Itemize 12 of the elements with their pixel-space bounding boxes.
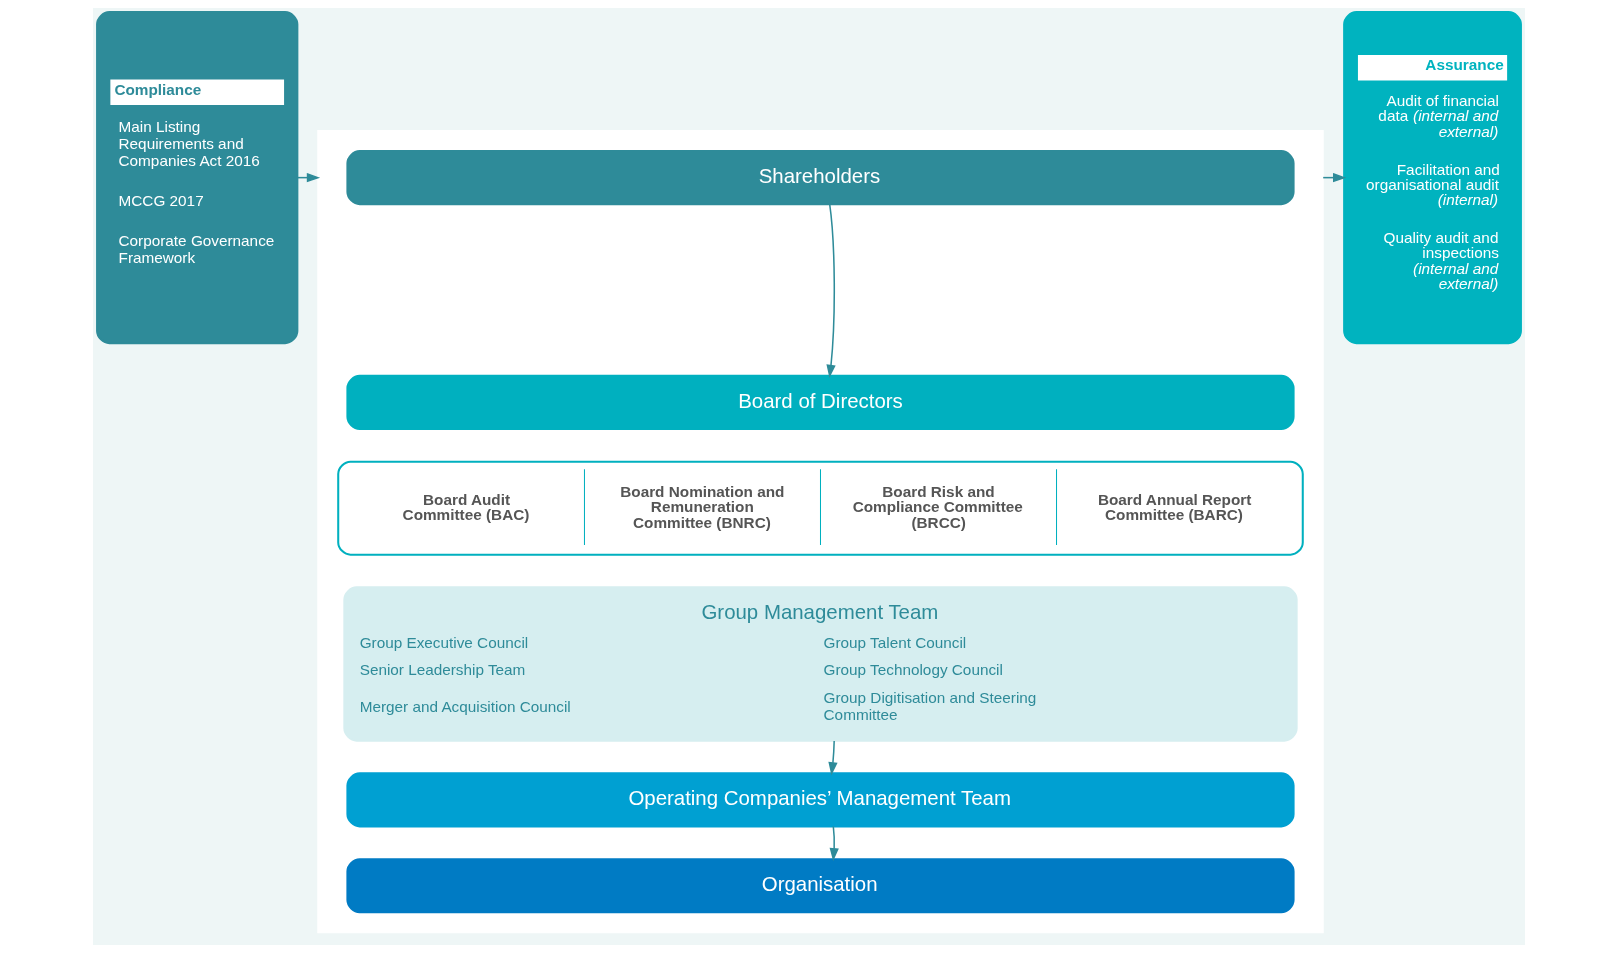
node-box: Assurance Audit of financial data (internal and external) Facilitation and organisational audit (internal) Quality audit and inspections (internal and external) <box>1342 11 1522 345</box>
node-box: Operating Companies’ Management Team <box>345 772 1295 828</box>
node-box: Organisation <box>345 858 1295 914</box>
node-box: Group Management Team Group Executive Council Group Talent Council Senior Leadership Team Group Technology Council Merger and Acquisition Council Group Digitisation and Steering Committee <box>342 586 1298 742</box>
node-box: Board Audit Committee (BAC) Board Nomination and Remuneration Committee (BNRC) Board Risk and Compliance Committee (BRCC) Board Annual Report Committee (BARC) <box>336 460 1304 556</box>
arrow <box>827 740 838 776</box>
node-box: Board of Directors <box>345 374 1295 430</box>
arrow <box>825 203 836 379</box>
cluster <box>316 130 1324 934</box>
node-box: Shareholders <box>345 150 1295 206</box>
arrow <box>829 825 839 862</box>
node-box: Compliance Main Listing Requirements and Companies Act 2016 MCCG 2017 Corporate Governance Framework <box>95 11 298 345</box>
